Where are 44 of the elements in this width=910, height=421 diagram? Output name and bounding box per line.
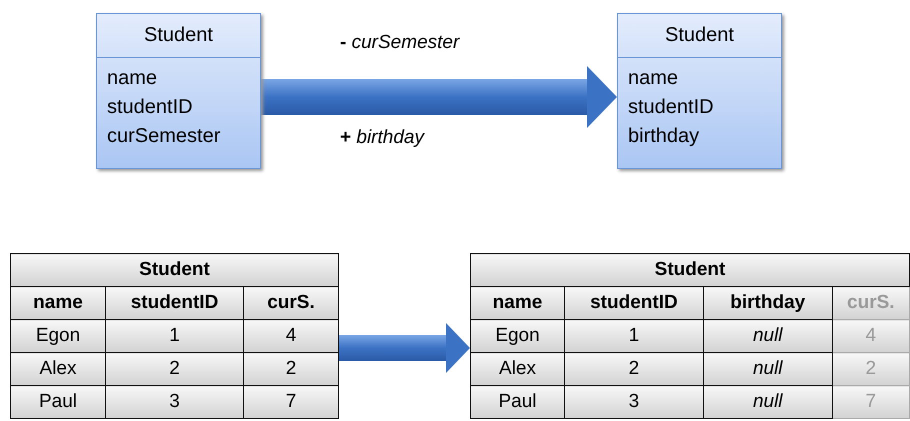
table-cell: null: [703, 320, 832, 352]
table-cell: 7: [244, 386, 338, 418]
table-cell: 4: [832, 320, 910, 352]
table-cell: null: [703, 352, 832, 386]
attribute-name: studentID: [107, 95, 193, 120]
table-cell: 2: [244, 352, 338, 386]
table-cell: Egon: [470, 320, 564, 352]
column-header: curS.: [244, 286, 338, 320]
table-cell: Egon: [10, 320, 106, 352]
table-cell: Paul: [470, 386, 564, 418]
table-cell: 1: [106, 320, 244, 352]
table-cell: 2: [564, 352, 704, 386]
class-name: Student: [144, 24, 213, 47]
column-header: name: [10, 286, 106, 320]
attribute-name: birthday: [628, 124, 700, 149]
table-title: Student: [10, 254, 338, 286]
column-header: curS.: [832, 286, 910, 320]
table-cell: 2: [106, 352, 244, 386]
column-header: studentID: [106, 286, 244, 320]
attribute-name: name: [628, 66, 678, 91]
table-cell: Paul: [10, 386, 106, 418]
table-cell: 4: [244, 320, 338, 352]
class-box: [96, 13, 261, 169]
table-cell: 3: [564, 386, 704, 418]
table-cell: 3: [106, 386, 244, 418]
column-header: name: [470, 286, 564, 320]
change-note: - curSemester: [340, 32, 460, 54]
attribute-name: name: [107, 66, 158, 91]
change-note: + birthday: [340, 127, 424, 149]
table-cell: null: [703, 386, 832, 418]
attribute-name: curSemester: [107, 124, 220, 149]
table-title: Student: [470, 254, 910, 286]
class-box: [617, 13, 782, 169]
table-cell: 1: [564, 320, 704, 352]
table-cell: Alex: [470, 352, 564, 386]
column-header: birthday: [703, 286, 832, 320]
data-table: [470, 253, 910, 419]
table-cell: 2: [832, 352, 910, 386]
data-table: [10, 253, 339, 419]
attribute-name: studentID: [628, 95, 714, 120]
class-name: Student: [665, 24, 734, 47]
table-cell: Alex: [10, 352, 106, 386]
table-cell: 7: [832, 386, 910, 418]
column-header: studentID: [564, 286, 704, 320]
